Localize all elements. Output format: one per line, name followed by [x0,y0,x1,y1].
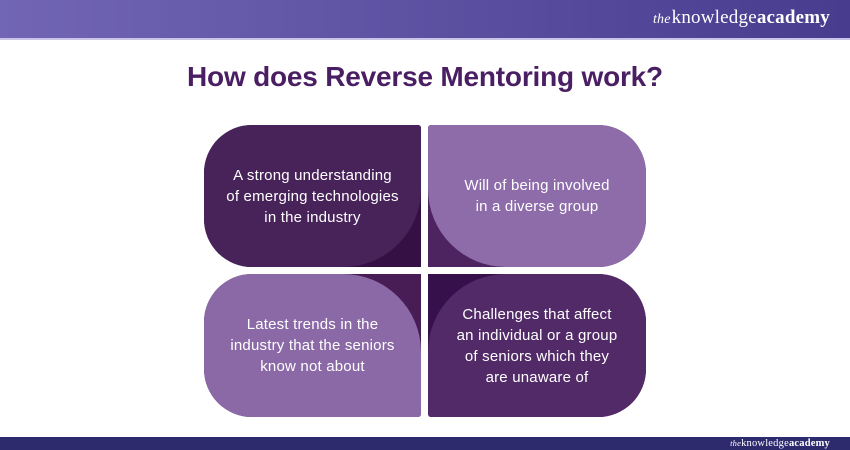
footer-bar: theknowledgeacademy [0,437,850,450]
card-top-left: A strong understanding of emerging techn… [204,125,421,267]
header-bar: theknowledgeacademy [0,0,850,40]
card-top-left-text: A strong understanding of emerging techn… [204,125,421,267]
footer-brand-logo: theknowledgeacademy [730,437,830,450]
card-top-right-text: Will of being involved in a diverse grou… [428,125,646,267]
card-bottom-right-text: Challenges that affect an individual or … [428,274,646,417]
page-title: How does Reverse Mentoring work? [187,61,663,92]
card-top-right: Will of being involved in a diverse grou… [428,125,646,267]
brand-logo: theknowledgeacademy [653,7,830,29]
cards-grid: A strong understanding of emerging techn… [204,125,646,417]
brand-logo-the: the [652,12,671,27]
card-bottom-right: Challenges that affect an individual or … [428,274,646,417]
brand-logo-academy: academy [756,7,830,28]
footer-brand-logo-academy: academy [788,438,830,449]
footer-brand-logo-the: the [730,438,742,448]
card-bottom-left: Latest trends in the industry that the s… [204,274,421,417]
brand-logo-knowledge: knowledge [671,7,757,28]
card-bottom-left-text: Latest trends in the industry that the s… [204,274,421,417]
footer-brand-logo-knowledge: knowledge [741,438,789,449]
